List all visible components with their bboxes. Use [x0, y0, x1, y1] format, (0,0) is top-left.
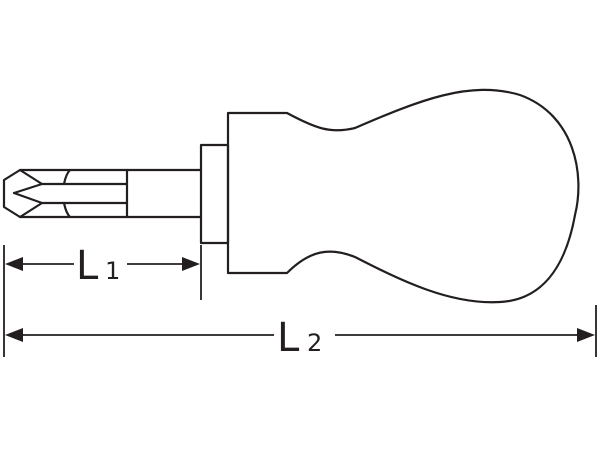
bit-tip-flute-bottom-curve — [62, 201, 72, 219]
l2-label-subscript: 2 — [307, 329, 322, 357]
dimension-l2: L 2 — [3, 282, 597, 361]
l2-label-letter: L — [277, 315, 300, 361]
bit-tip-flute-lower — [12, 191, 44, 219]
l1-arrowhead-left — [5, 257, 23, 271]
bit-tip-outline — [2, 168, 129, 219]
handle-outline — [226, 88, 580, 304]
screwdriver — [2, 88, 580, 304]
ferrule — [199, 143, 230, 245]
bit-tip-flute-upper — [12, 168, 44, 195]
l1-label-subscript: 1 — [105, 257, 120, 285]
l1-arrowhead-right — [182, 257, 200, 271]
dimension-l1: L 1 — [3, 243, 202, 300]
l2-arrowhead-left — [5, 328, 23, 342]
l2-arrowhead-right — [577, 328, 595, 342]
bit-tip-flute-top-curve — [62, 168, 72, 186]
l1-label-letter: L — [76, 243, 99, 289]
shaft-outline — [125, 168, 203, 219]
